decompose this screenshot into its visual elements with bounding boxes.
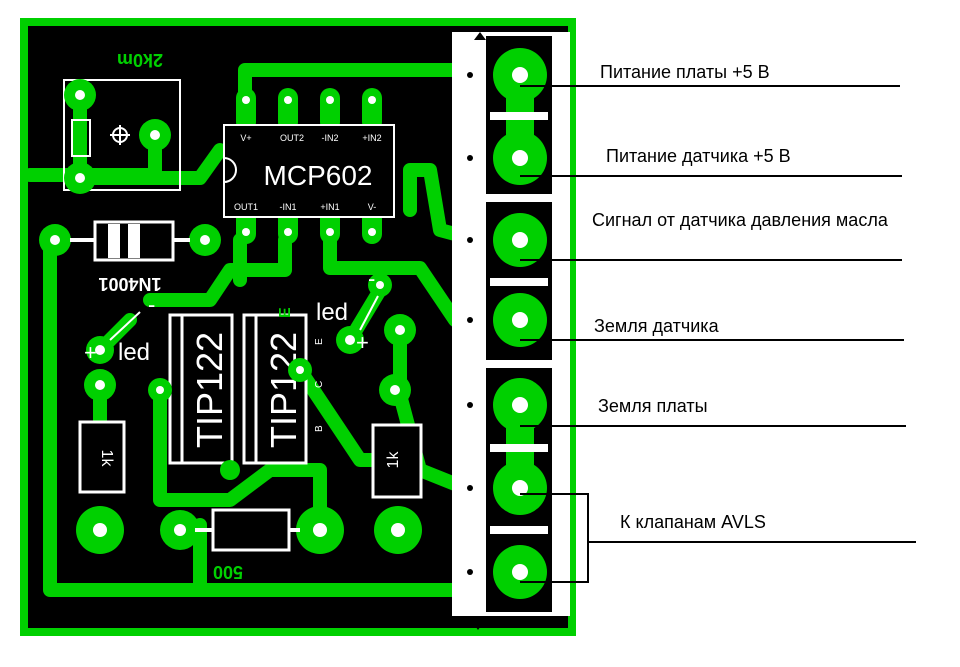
led-right <box>336 273 416 354</box>
ic-mcp602 <box>223 88 395 244</box>
ic-pin-label-bottom-3: +IN1 <box>320 202 339 212</box>
connector-dots <box>467 32 486 630</box>
transistor-2-label: TIP122 <box>263 332 304 448</box>
led-left-minus: - <box>148 292 155 317</box>
label-oil-pressure-signal: Сигнал от датчика давления масла <box>592 210 888 230</box>
connector-separators <box>490 112 548 534</box>
ic-pin-label-bottom-4: V- <box>368 202 377 212</box>
ic-pin-label-top-1: V+ <box>240 133 251 143</box>
ic-name: MCP602 <box>264 160 373 191</box>
led-left-plus: + <box>84 340 97 365</box>
resistor-bottom <box>160 506 344 554</box>
resistor-bottom-label: 500 <box>213 562 243 582</box>
trimmer-resistor <box>63 79 181 194</box>
label-board-power: Питание платы +5 В <box>600 62 770 82</box>
connector-pads <box>493 48 547 599</box>
pin-b-big: B <box>269 466 286 478</box>
ic-pin-label-bottom-2: -IN1 <box>279 202 296 212</box>
label-sensor-ground: Земля датчика <box>594 316 719 336</box>
led-right-plus: + <box>356 330 369 355</box>
resistor-left <box>76 420 126 554</box>
diode-label: 1N4001 <box>98 274 161 294</box>
trimmer-value: 2k0m <box>117 50 163 70</box>
led-left-label: led <box>118 339 150 366</box>
led-right-label: led <box>316 299 348 326</box>
resistor-right-label: 1k <box>385 451 402 469</box>
ic-pin-label-top-2: OUT2 <box>280 133 304 143</box>
resistor-right <box>371 374 423 554</box>
pointer-lines <box>520 85 916 583</box>
pin-e-small: E <box>314 338 325 345</box>
resistor-left-label: 1k <box>98 450 115 468</box>
transistor-1-label: TIP122 <box>189 332 230 448</box>
transistor-2 <box>242 313 308 465</box>
label-avls-valves: К клапанам AVLS <box>620 512 766 532</box>
ic-pin-label-top-3: -IN2 <box>321 133 338 143</box>
pin-b-small: B <box>314 425 325 432</box>
label-board-ground: Земля платы <box>598 396 708 416</box>
diode-1n4001 <box>39 220 221 262</box>
led-right-minus: - <box>368 266 375 291</box>
led-left <box>84 311 141 401</box>
label-sensor-power: Питание датчика +5 В <box>606 146 791 166</box>
pin-e-big: E <box>277 307 294 318</box>
pin-c-small: C <box>314 381 325 388</box>
ic-pin-label-top-4: +IN2 <box>362 133 381 143</box>
transistor-pads <box>148 358 312 480</box>
ic-pin-label-bottom-1: OUT1 <box>234 202 258 212</box>
